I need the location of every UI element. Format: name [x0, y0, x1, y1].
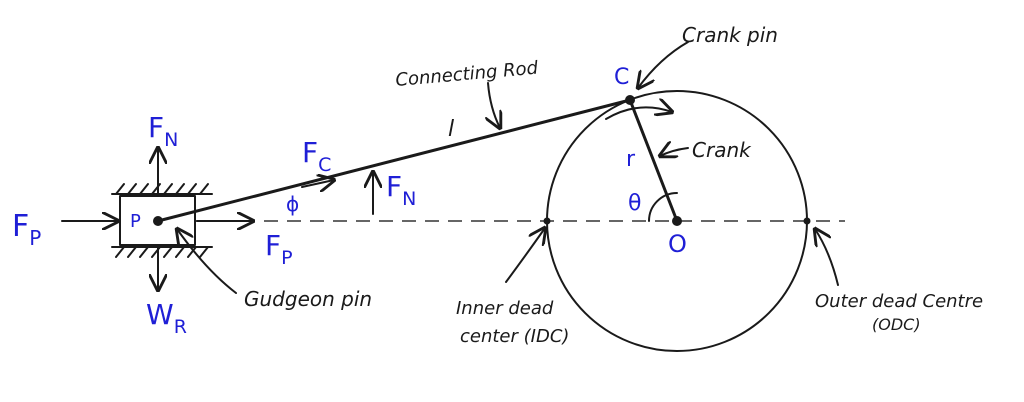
crank-pin-leader — [638, 41, 689, 88]
point-c-label: C — [614, 65, 629, 90]
crank-label: Crank — [692, 138, 752, 162]
force-fp-right-label: FP — [265, 229, 293, 269]
force-fn-mid-label: FN — [386, 170, 416, 210]
crank-arm — [628, 98, 679, 223]
point-p-label: P — [130, 211, 141, 232]
connecting-rod-leader — [488, 82, 500, 128]
idc-leader — [505, 228, 545, 283]
idc-dot — [543, 217, 551, 225]
force-fc-label: FC — [302, 136, 331, 176]
connecting-rod — [156, 98, 632, 223]
gudgeon-pin-label: Gudgeon pin — [244, 287, 372, 311]
theta-arc — [648, 192, 678, 222]
idc-label-line1: Inner dead — [456, 298, 554, 319]
force-fc-arrow — [301, 180, 334, 187]
phi-symbol: ϕ — [286, 192, 299, 216]
point-o-label: O — [668, 230, 687, 258]
crank-leader — [660, 148, 689, 156]
connecting-rod-label: Connecting Rod — [395, 58, 540, 91]
force-wr-label: WR — [146, 298, 187, 338]
idc-label-line2: center (IDC) — [460, 326, 569, 347]
crank-centre-dot — [672, 216, 682, 226]
force-fp-left-label: FP — [12, 209, 41, 250]
gudgeon-pin-leader — [177, 229, 237, 294]
odc-dot — [803, 217, 811, 225]
crank-radius-symbol: r — [626, 147, 636, 172]
rotation-arrow — [605, 107, 672, 120]
odc-label-line1: Outer dead Centre — [815, 291, 983, 312]
crosshead-guide — [111, 183, 213, 258]
rod-length-symbol: l — [448, 117, 454, 142]
force-fn-top-label: FN — [148, 111, 178, 151]
theta-symbol: θ — [628, 191, 641, 216]
odc-leader — [815, 229, 839, 286]
crank-pin-dot — [625, 95, 635, 105]
gudgeon-pin-dot — [153, 216, 163, 226]
odc-label-line2: (ODC) — [872, 315, 921, 334]
crank-pin-label: Crank pin — [682, 23, 778, 47]
